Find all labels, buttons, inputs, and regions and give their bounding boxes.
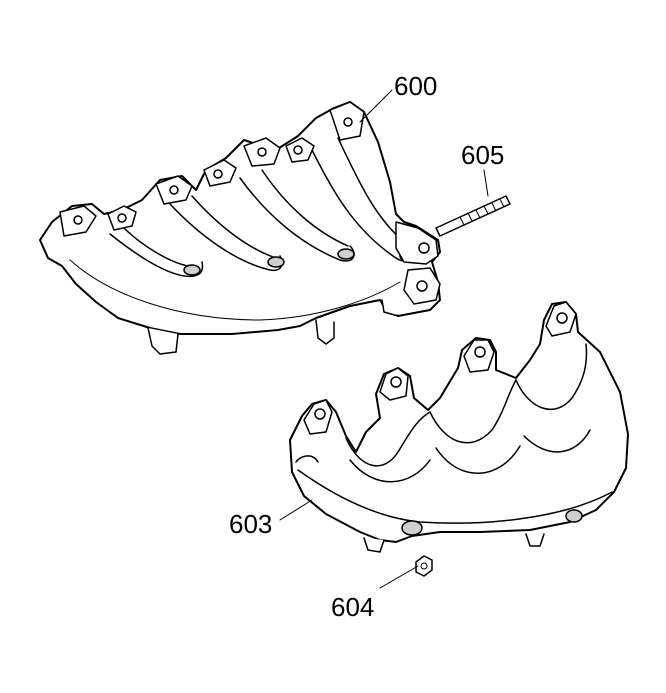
callout-603: 603 [229, 509, 272, 539]
leader-600 [359, 89, 393, 123]
callout-600: 600 [394, 71, 437, 101]
leader-603 [279, 499, 313, 521]
callout-605: 605 [461, 140, 504, 170]
leader-lines [279, 89, 489, 589]
nut-604 [415, 555, 433, 577]
leader-605 [483, 169, 489, 197]
manifold-600 [39, 101, 441, 355]
heat-shield-603 [289, 301, 629, 553]
leader-604 [379, 565, 419, 589]
callout-604: 604 [331, 592, 374, 622]
stud-605 [435, 195, 511, 237]
